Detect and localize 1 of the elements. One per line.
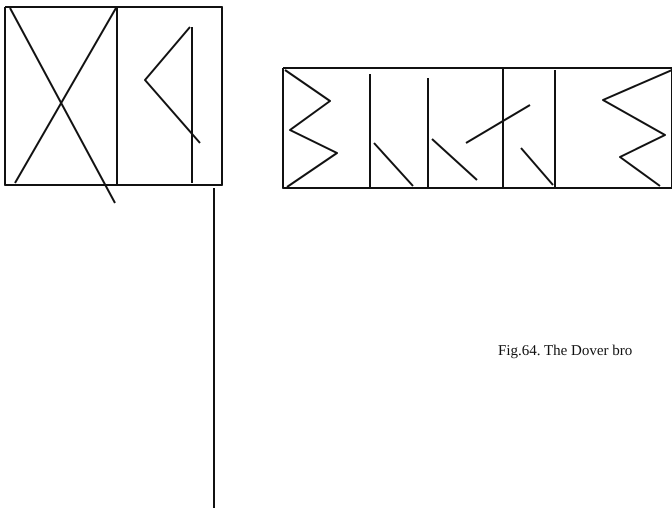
- figure-caption: Fig.64. The Dover bro: [498, 343, 632, 360]
